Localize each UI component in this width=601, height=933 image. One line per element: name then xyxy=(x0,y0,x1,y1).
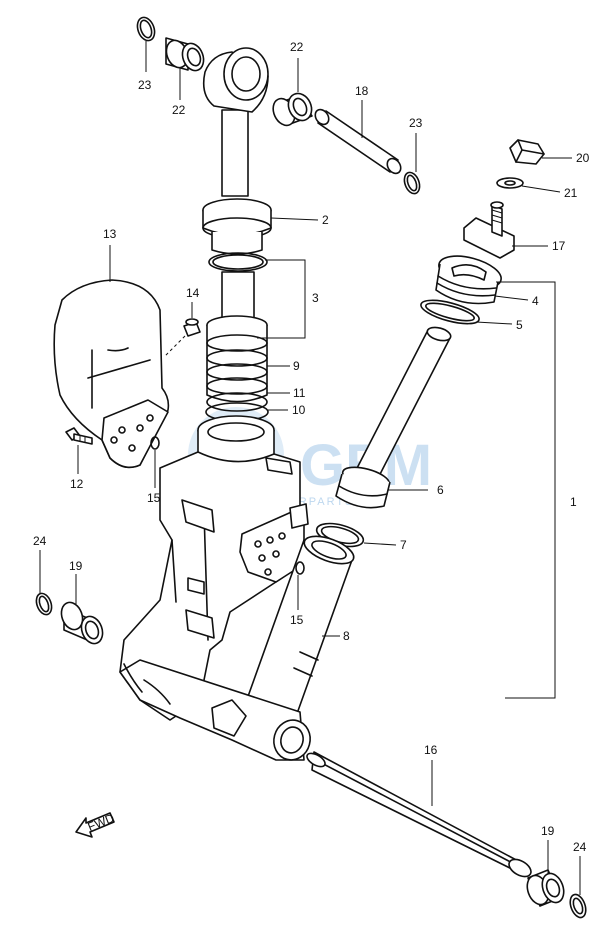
callout-24: 24 xyxy=(33,534,47,548)
callout-7: 7 xyxy=(400,538,407,552)
cap-4 xyxy=(435,255,502,305)
leader-lines xyxy=(39,41,581,895)
callout-19: 19 xyxy=(69,559,83,573)
cylinder-body xyxy=(119,415,355,761)
callout-16: 16 xyxy=(424,743,438,757)
callout-6: 6 xyxy=(437,483,444,497)
callout-9: 9 xyxy=(293,359,300,373)
bolt-12 xyxy=(65,427,93,445)
nut-20 xyxy=(509,139,545,165)
cover-13 xyxy=(53,279,170,469)
washer-21 xyxy=(496,177,524,189)
callout-24: 24 xyxy=(573,840,587,854)
bushing-22-top xyxy=(165,37,205,72)
callout-labels: 23 22 22 18 23 20 21 2 17 13 3 4 14 5 9 … xyxy=(33,40,590,854)
bushing-19-right xyxy=(526,869,565,907)
circlip-23-top xyxy=(136,16,156,42)
circlip-24-left xyxy=(35,592,53,616)
callout-11: 11 xyxy=(293,386,306,400)
tilt-rod-6 xyxy=(335,326,452,509)
piston-rod xyxy=(202,47,272,422)
shaft-16 xyxy=(306,751,532,878)
callout-18: 18 xyxy=(355,84,369,98)
callout-12: 12 xyxy=(70,477,84,491)
callout-21: 21 xyxy=(564,186,578,200)
fwd-label: FWD xyxy=(86,811,117,834)
callout-15: 15 xyxy=(147,491,161,505)
callout-8: 8 xyxy=(343,629,350,643)
callout-14: 14 xyxy=(186,286,200,300)
pin-18 xyxy=(314,108,402,175)
callout-17: 17 xyxy=(552,239,566,253)
valve-17 xyxy=(463,201,515,259)
o-ring-15-left xyxy=(150,436,160,450)
callout-22: 22 xyxy=(290,40,304,54)
callout-22: 22 xyxy=(172,103,186,117)
plug-14 xyxy=(164,318,201,357)
o-ring-5 xyxy=(420,299,480,325)
callout-3: 3 xyxy=(312,291,319,305)
callout-20: 20 xyxy=(576,151,590,165)
callout-23: 23 xyxy=(409,116,423,130)
callout-1: 1 xyxy=(570,495,577,509)
bushing-19-left xyxy=(60,601,104,645)
circlip-24-right xyxy=(569,893,587,919)
o-ring-15-right xyxy=(295,561,305,575)
fwd-arrow-icon: FWD xyxy=(75,811,117,838)
callout-10: 10 xyxy=(292,403,306,417)
circlip-23-right xyxy=(403,171,421,195)
callout-5: 5 xyxy=(516,318,523,332)
callout-15: 15 xyxy=(290,613,304,627)
bushing-22-right xyxy=(272,92,313,127)
callout-2: 2 xyxy=(322,213,329,227)
callout-13: 13 xyxy=(103,227,117,241)
callout-19: 19 xyxy=(541,824,555,838)
callout-4: 4 xyxy=(532,294,539,308)
callout-23: 23 xyxy=(138,78,152,92)
